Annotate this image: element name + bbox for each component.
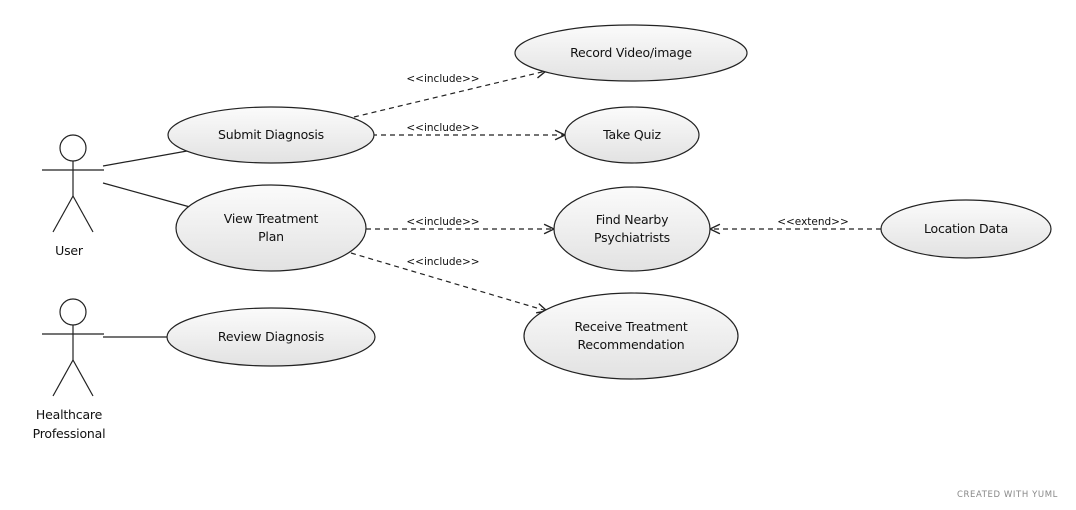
use-case-label-line-2: Psychiatrists bbox=[594, 230, 670, 245]
actor-label-line-1: Healthcare bbox=[36, 407, 103, 422]
association-user-view bbox=[102, 182, 191, 208]
actor-label: User bbox=[55, 243, 84, 258]
connectors-layer bbox=[102, 67, 881, 338]
use-case-label-line-1: View Treatment bbox=[224, 211, 319, 226]
use-case-ellipse bbox=[166, 307, 376, 367]
stick-figure-icon bbox=[42, 134, 104, 233]
association-user-submit bbox=[102, 150, 188, 167]
use-case-quiz[interactable]: Take Quiz bbox=[564, 106, 700, 164]
stereotype-label: <<include>> bbox=[406, 216, 479, 228]
dependency-line bbox=[350, 252, 548, 312]
actor-user[interactable]: User bbox=[42, 134, 104, 258]
stereotype-label: <<include>> bbox=[406, 73, 479, 85]
use-case-ellipse bbox=[175, 184, 367, 272]
stereotype-label: <<extend>> bbox=[777, 216, 849, 228]
stereotype-labels-layer: <<include>> <<include>> <<include>> <<inclu… bbox=[406, 73, 848, 268]
use-case-location[interactable]: Location Data bbox=[880, 199, 1052, 259]
use-case-ellipse bbox=[523, 292, 739, 380]
stereotype-label: <<include>> bbox=[406, 122, 479, 134]
use-case-review[interactable]: Review Diagnosis bbox=[166, 307, 376, 367]
use-case-ellipse bbox=[880, 199, 1052, 259]
use-case-label-line-2: Recommendation bbox=[577, 337, 684, 352]
use-case-label: Review Diagnosis bbox=[218, 329, 324, 344]
use-case-label: Take Quiz bbox=[602, 127, 661, 142]
use-case-record[interactable]: Record Video/image bbox=[514, 24, 748, 82]
use-case-ellipse bbox=[553, 186, 711, 272]
stereotype-label: <<include>> bbox=[406, 256, 479, 268]
use-case-ellipse bbox=[564, 106, 700, 164]
use-case-label: Submit Diagnosis bbox=[218, 127, 324, 142]
use-case-ellipse bbox=[167, 106, 375, 164]
use-case-ellipse bbox=[514, 24, 748, 82]
dependency-line bbox=[353, 70, 547, 118]
use-case-label-line-1: Receive Treatment bbox=[574, 319, 687, 334]
use-case-label-line-1: Find Nearby bbox=[596, 212, 669, 227]
use-case-submit[interactable]: Submit Diagnosis bbox=[167, 106, 375, 164]
use-case-label: Location Data bbox=[924, 221, 1008, 236]
actor-label-line-2: Professional bbox=[33, 426, 106, 441]
use-case-label-line-2: Plan bbox=[258, 229, 284, 244]
stick-figure-icon bbox=[42, 298, 104, 397]
use-case-label: Record Video/image bbox=[570, 45, 692, 60]
footer-credit: CREATED WITH YUML bbox=[957, 490, 1058, 500]
